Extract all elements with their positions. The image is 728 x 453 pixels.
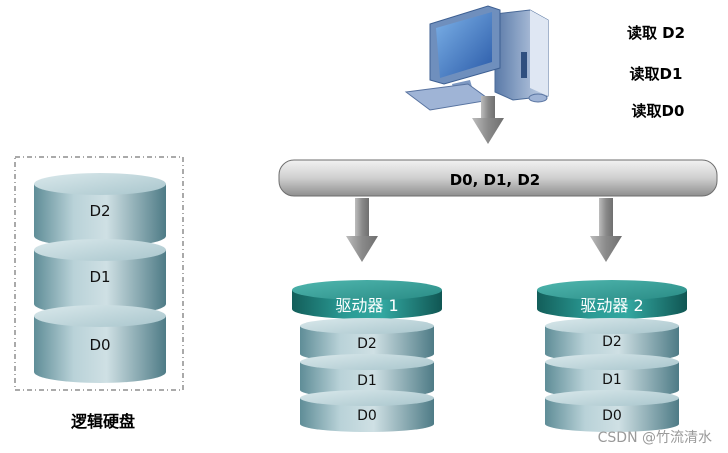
arrow-down-icon: [590, 198, 622, 262]
drive-block-label: D0: [602, 408, 622, 424]
logical-block-d2: D2: [34, 173, 166, 247]
bus-label: D0, D1, D2: [450, 171, 541, 189]
logical-disk-caption: 逻辑硬盘: [71, 412, 135, 431]
logical-block-d0: D0: [34, 305, 166, 383]
drive-header: 驱动器 2: [537, 280, 687, 319]
data-bus: D0, D1, D2: [278, 159, 718, 197]
drive-block-label: D1: [602, 372, 622, 388]
drive-block-label: D2: [357, 336, 377, 352]
logical-block-label: D2: [89, 202, 110, 220]
drive-2: 驱动器 2 D2 D1 D0: [537, 280, 687, 432]
read-d2-label: 读取 D2: [627, 24, 685, 42]
logical-disk-frame: [14, 156, 184, 391]
drive-block-label: D0: [357, 408, 377, 424]
logical-block-label: D0: [89, 336, 110, 354]
drive-1: 驱动器 1 D2 D1 D0: [292, 280, 442, 432]
drive-block-d1: D1: [545, 354, 679, 398]
drive-block-label: D1: [357, 373, 377, 389]
drive-block-d0: D0: [300, 390, 434, 432]
logical-disk-stack: D2 D1 D0: [34, 173, 166, 383]
read-d0-label: 读取D0: [632, 102, 685, 120]
arrow-down-icon: [472, 96, 504, 144]
drive-block-label: D2: [602, 334, 622, 350]
logical-block-label: D1: [89, 268, 110, 286]
read-d1-label: 读取D1: [630, 65, 683, 83]
drive-block-d1: D1: [300, 354, 434, 398]
drive-header: 驱动器 1: [292, 280, 442, 319]
computer-icon: [404, 5, 549, 111]
drive-label: 驱动器 1: [335, 296, 398, 315]
drive-block-d2: D2: [300, 318, 434, 362]
drive-label: 驱动器 2: [580, 296, 643, 315]
drive-block-d2: D2: [545, 318, 679, 362]
logical-block-d1: D1: [34, 239, 166, 315]
arrow-down-icon: [346, 198, 378, 262]
watermark: CSDN @竹流清水: [598, 430, 712, 446]
drive-block-d0: D0: [545, 390, 679, 432]
